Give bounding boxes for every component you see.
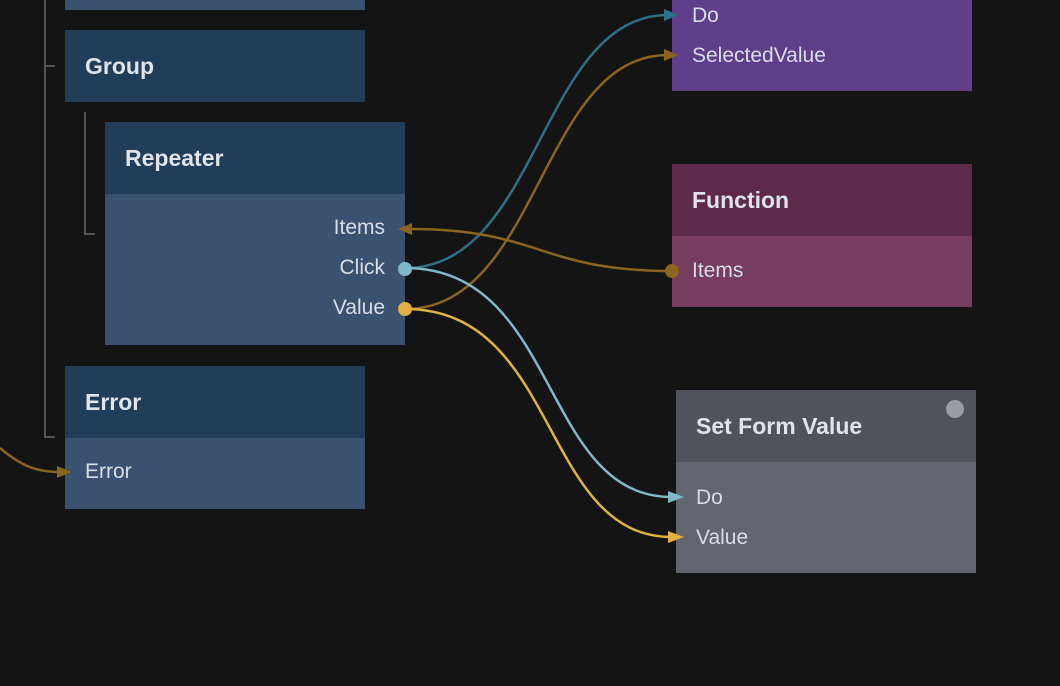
- port-dot-function-items[interactable]: [665, 264, 679, 278]
- arrow-icon: [398, 223, 412, 235]
- port-value[interactable]: Value: [332, 296, 385, 319]
- tree-line: [44, 65, 55, 67]
- node-partial[interactable]: [65, 0, 365, 10]
- port-do[interactable]: Do: [696, 486, 723, 509]
- arrow-icon: [57, 466, 72, 478]
- tree-line: [44, 0, 46, 438]
- node-error[interactable]: Error Error: [65, 366, 365, 509]
- port-value[interactable]: Value: [696, 526, 749, 549]
- node-group[interactable]: Group: [65, 30, 365, 102]
- port-dot-click[interactable]: [398, 262, 412, 276]
- arrow-icon: [664, 49, 678, 61]
- tree-line: [84, 233, 95, 235]
- tree-line: [84, 112, 86, 235]
- port-error[interactable]: Error: [85, 460, 132, 483]
- node-purple[interactable]: Do SelectedValue: [672, 0, 972, 91]
- status-dot-icon: [946, 400, 964, 418]
- port-selectedvalue[interactable]: SelectedValue: [692, 44, 826, 67]
- wire-into-error[interactable]: [0, 447, 61, 474]
- wire-function-items-to-repeater-items[interactable]: [409, 227, 673, 273]
- port-click[interactable]: Click: [339, 256, 386, 279]
- wire-value-to-selectedvalue[interactable]: [404, 53, 669, 311]
- wire-value-to-set-value[interactable]: [404, 307, 673, 539]
- arrow-icon: [668, 491, 684, 503]
- node-set-form-value[interactable]: Set Form Value Do Value: [676, 390, 976, 573]
- node-title: Repeater: [105, 122, 405, 194]
- node-title: Group: [65, 30, 365, 102]
- arrow-icon: [668, 531, 684, 543]
- port-do[interactable]: Do: [692, 4, 719, 27]
- wire-click-to-do[interactable]: [404, 13, 669, 270]
- port-items[interactable]: Items: [333, 216, 385, 239]
- node-function[interactable]: Function Items: [672, 164, 972, 307]
- node-repeater[interactable]: Repeater Items Click Value: [105, 122, 405, 345]
- port-dot-value[interactable]: [398, 302, 412, 316]
- arrow-icon: [664, 9, 678, 21]
- node-title: Error: [65, 366, 365, 438]
- tree-line: [44, 436, 55, 438]
- node-title: Set Form Value: [676, 390, 976, 462]
- port-items[interactable]: Items: [692, 259, 744, 282]
- wire-click-to-set-do[interactable]: [404, 266, 673, 499]
- node-title: Function: [672, 164, 972, 236]
